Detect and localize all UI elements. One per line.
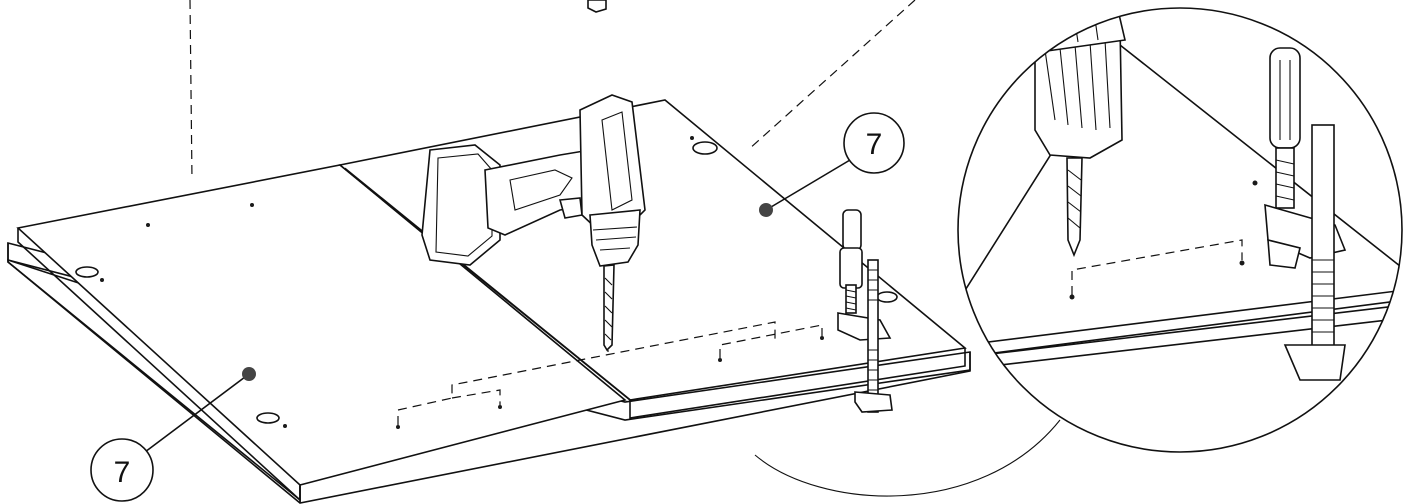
clamp-icon (837, 209, 893, 413)
panel-holes (75, 136, 898, 429)
callout-panel-bottom: 7 (90, 367, 256, 502)
callout-panel-top: 7 (759, 112, 905, 217)
guide-lines (189, 0, 916, 181)
callout-label-bottom: 7 (114, 456, 131, 489)
drill-icon (421, 94, 646, 352)
callout-label-top: 7 (866, 128, 883, 161)
top-block-fragment (587, 0, 607, 13)
drill-paths (397, 321, 823, 425)
